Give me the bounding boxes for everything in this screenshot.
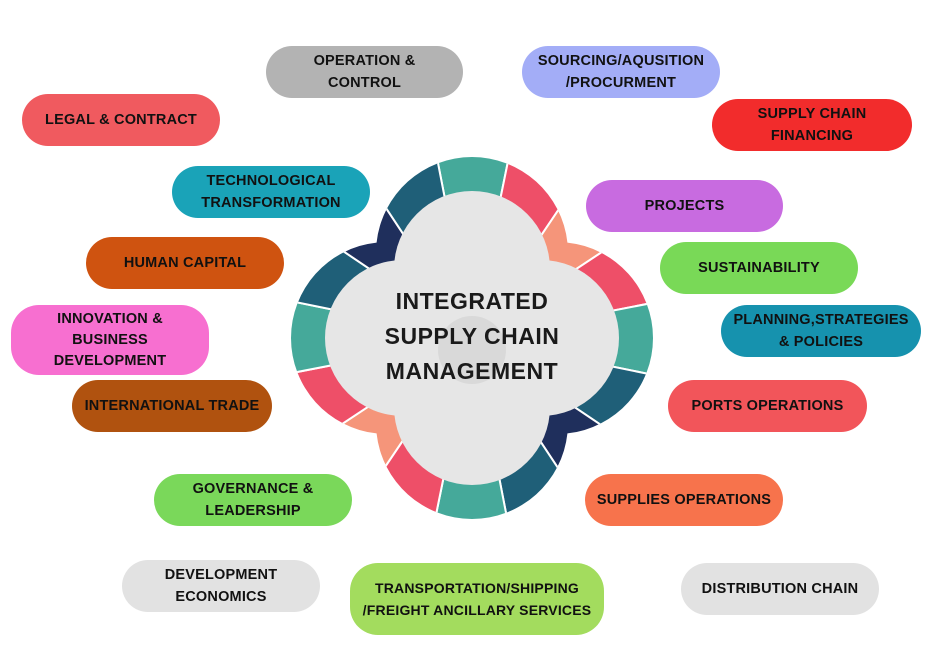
node-planning: PLANNING,STRATEGIES & POLICIES [721,305,921,357]
node-ports-operations: PORTS OPERATIONS [668,380,867,432]
node-international-trade: INTERNATIONAL TRADE [72,380,272,432]
node-supplies-operations: SUPPLIES OPERATIONS [585,474,783,526]
node-technological-transformation: TECHNOLOGICAL TRANSFORMATION [172,166,370,218]
node-legal-contract: LEGAL & CONTRACT [22,94,220,146]
center-flower-shape [325,191,619,485]
center-title: INTEGRATED SUPPLY CHAIN MANAGEMENT [384,287,560,384]
node-sustainability: SUSTAINABILITY [660,242,858,294]
node-human-capital: HUMAN CAPITAL [86,237,284,289]
node-development-economics: DEVELOPMENT ECONOMICS [122,560,320,612]
node-operation-control: OPERATION & CONTROL [266,46,463,98]
node-projects: PROJECTS [586,180,783,232]
node-transportation: TRANSPORTATION/SHIPPING /FREIGHT ANCILLA… [350,563,604,635]
node-sourcing: SOURCING/AQUSITION /PROCURMENT [522,46,720,98]
node-distribution-chain: DISTRIBUTION CHAIN [681,563,879,615]
node-innovation: INNOVATION & BUSINESS DEVELOPMENT [11,305,209,375]
node-governance: GOVERNANCE & LEADERSHIP [154,474,352,526]
node-supply-chain-financing: SUPPLY CHAIN FINANCING [712,99,912,151]
